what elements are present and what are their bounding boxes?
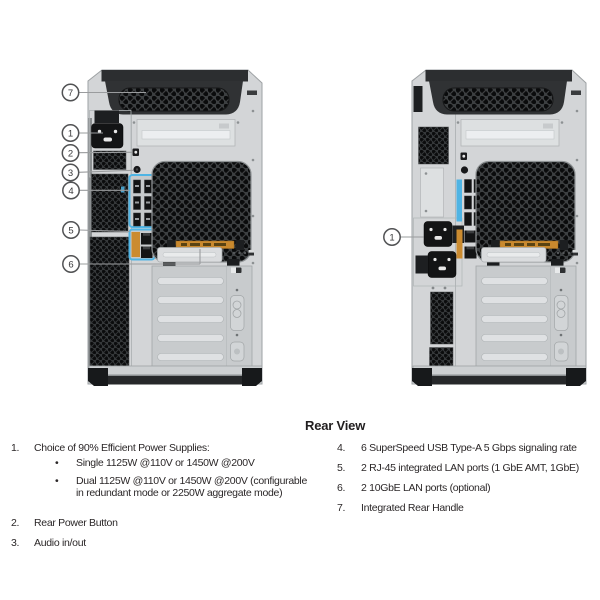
legend-item-4-number: 4. (337, 442, 346, 454)
bullet-dual-psu: • Dual 1125W @110V or 1450W @200V (confi… (55, 475, 335, 500)
callout-4-label: 4 (68, 186, 73, 197)
left-tower-top-bay (136, 119, 236, 147)
legend-item-1-bullets: • Single 1125W @110V or 1450W @200V • Du… (55, 457, 335, 500)
left-tower-rear-handle (101, 70, 248, 115)
bullet-icon: • (55, 474, 59, 487)
right-audio-jack (460, 166, 469, 174)
legend-item-1-text: Choice of 90% Efficient Power Supplies: (34, 442, 210, 454)
legend-left-column: 1. Choice of 90% Efficient Power Supplie… (11, 442, 335, 550)
legend-item-7: 7. Integrated Rear Handle (337, 502, 595, 515)
left-tower-illustration (87, 69, 263, 386)
legend-title: Rear View (305, 418, 366, 433)
handle-vent-grille (118, 87, 230, 112)
bullet-icon: • (55, 456, 59, 469)
left-tower-base (88, 365, 263, 386)
bullet-dual-psu-text: Dual 1125W @110V or 1450W @200V (configu… (76, 475, 307, 500)
bullet-dual-psu-line2: in redundant mode or 2250W aggregate mod… (76, 487, 283, 499)
side-vent-lower (89, 236, 130, 368)
lock-slot (247, 90, 257, 95)
callout-5-label: 5 (68, 225, 73, 236)
callout-4: 4 (62, 181, 80, 200)
legend-item-3-text: Audio in/out (34, 537, 86, 549)
right-tower-rear-handle (425, 70, 572, 115)
legend-item-2-number: 2. (11, 517, 20, 529)
callout-leader-lines (78, 91, 424, 265)
legend-item-1-number: 1. (11, 442, 20, 454)
legend-item-4: 4. 6 SuperSpeed USB Type-A 5 Gbps signal… (337, 442, 595, 455)
callout-7-label: 7 (68, 88, 73, 99)
right-tower-illustration (411, 69, 587, 386)
legend-item-6-text: 2 10GbE LAN ports (optional) (361, 482, 491, 494)
audio-jack (133, 165, 141, 174)
legend-item-6-number: 6. (337, 482, 346, 494)
legend-item-7-text: Integrated Rear Handle (361, 502, 464, 514)
legend-item-1: 1. Choice of 90% Efficient Power Supplie… (11, 442, 335, 455)
psu-top-vent (418, 126, 449, 165)
callout-2: 2 (61, 144, 80, 162)
lan-port-cluster (128, 228, 156, 261)
legend-item-7-number: 7. (337, 502, 346, 514)
legend-item-6: 6. 2 10GbE LAN ports (optional) (337, 482, 595, 495)
callout-2-label: 2 (68, 148, 73, 159)
usb-port-cluster (128, 174, 156, 228)
legend-item-2: 2. Rear Power Button (11, 517, 335, 530)
bullet-dual-psu-line1: Dual 1125W @110V or 1450W @200V (configu… (76, 474, 307, 487)
right-rear-power-button (460, 152, 467, 160)
callout-badges: 7 1 2 3 4 5 6 (61, 83, 401, 273)
expansion-slot-area (151, 265, 253, 373)
callout-right-1: 1 (383, 228, 401, 246)
callout-3: 3 (61, 163, 80, 182)
callout-5: 5 (62, 221, 80, 239)
legend-item-3-number: 3. (11, 537, 20, 549)
panel-screws (132, 109, 255, 265)
callout-1-label: 1 (68, 128, 73, 139)
right-slot-bracket (481, 247, 547, 263)
legend-item-3: 3. Audio in/out (11, 537, 335, 550)
bullet-single-psu-text: Single 1125W @110V or 1450W @200V (76, 456, 255, 469)
legend-item-4-text: 6 SuperSpeed USB Type-A 5 Gbps signaling… (361, 442, 577, 454)
psu-vent (93, 150, 127, 170)
callout-3-label: 3 (68, 168, 73, 179)
right-lan-ports (464, 230, 477, 259)
legend-item-5-number: 5. (337, 462, 346, 474)
callout-1: 1 (61, 124, 80, 142)
side-vent-upper (91, 173, 129, 233)
right-expansion-slot-area (475, 265, 577, 373)
callout-7: 7 (61, 83, 80, 102)
legend-item-5-text: 2 RJ-45 integrated LAN ports (1 GbE AMT,… (361, 462, 579, 474)
legend-item-5: 5. 2 RJ-45 integrated LAN ports (1 GbE A… (337, 462, 595, 475)
bullet-single-psu: • Single 1125W @110V or 1450W @200V (55, 457, 335, 470)
optional-lan-slot-bracket (157, 247, 223, 263)
callout-6: 6 (62, 255, 80, 273)
power-cord-clip (94, 110, 119, 123)
callout-6-label: 6 (68, 259, 73, 270)
rear-view-figure: 7 1 2 3 4 5 6 (61, 69, 587, 386)
power-inlet-socket (91, 123, 124, 149)
right-tower-base (412, 365, 587, 386)
legend-item-2-text: Rear Power Button (34, 517, 118, 529)
legend-right-column: 4. 6 SuperSpeed USB Type-A 5 Gbps signal… (337, 442, 595, 522)
right-tower-top-bay (460, 119, 560, 147)
rear-power-button (132, 148, 139, 156)
callout-right-1-label: 1 (389, 232, 394, 243)
